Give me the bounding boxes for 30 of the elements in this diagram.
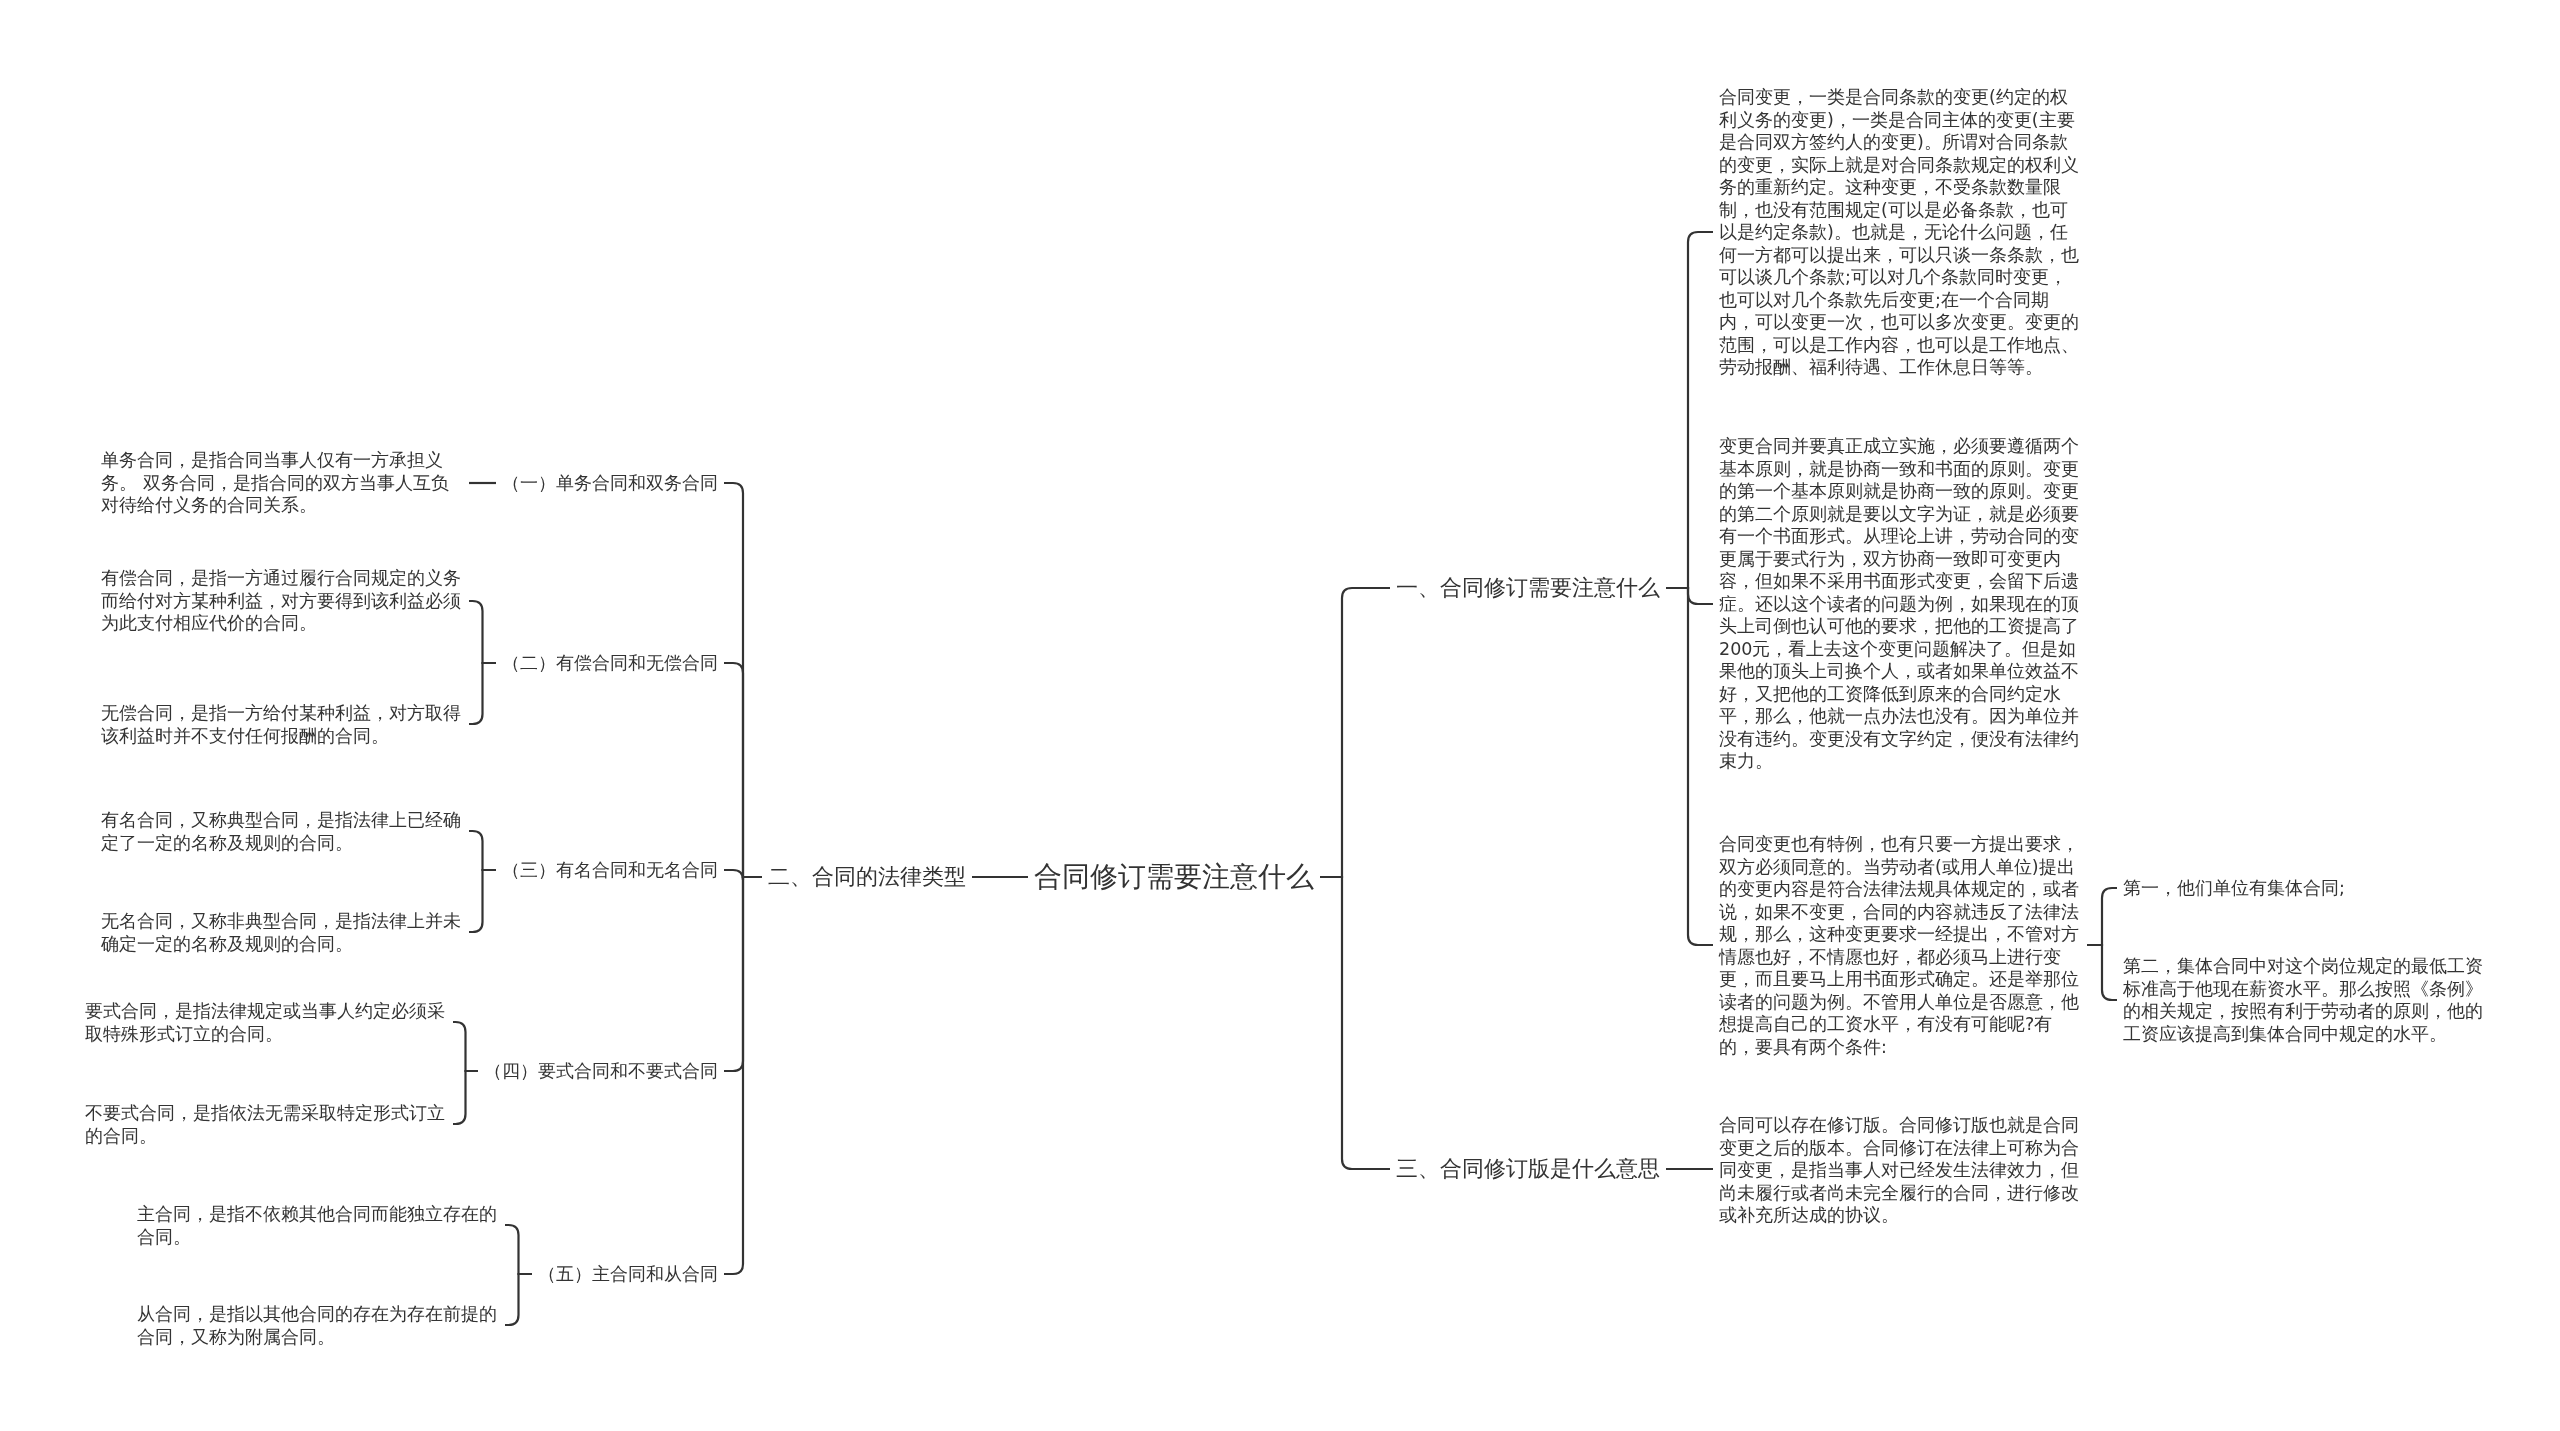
note-text: 变更合同并要真正成立实施，必须要遵循两个基本原则，就是协商一致和书面的原则。变更的第一个基本原则就是协商一致的原则。变更的第二个原则就是要以文字为证，就是必须要有一个书面形式。从理论上讲，劳动合同的变更属于要式行为，双方协商一致即可变更内容，但如果不采用书面形式变更，会留下后遗症。还以这个读者的问题为例，如果现在的顶头上司倒也认可他的要求，把他的工资提高了200元，看上去这个变更问题解决了。但是如果他的顶头上司换个人，或者如果单位效益不好，又把他的工资降低到原来的合同约定水平，那么，他就一点办法也没有。因为单位并没有违约。变更没有文字约定，便没有法律约束力。	[1719, 435, 2081, 773]
topic-text: 一、合同修订需要注意什么	[1396, 574, 1660, 602]
note-text: 从合同，是指以其他合同的存在为存在前提的合同，又称为附属合同。	[137, 1302, 499, 1348]
topic-text: 三、合同修订版是什么意思	[1396, 1155, 1660, 1183]
topic-text: （四）要式合同和不要式合同	[484, 1059, 718, 1083]
connector-line	[505, 1272, 532, 1327]
connector-line	[469, 481, 496, 485]
note-text: 有名合同，又称典型合同，是指法律上已经确定了一定的名称及规则的合同。	[101, 808, 463, 854]
topic-text: （三）有名合同和无名合同	[502, 858, 718, 882]
note-text: 单务合同，是指合同当事人仅有一方承担义务。 双务合同，是指合同的双方当事人互负对待给付义务的合同关系。	[101, 449, 463, 517]
topic-text: 二、合同的法律类型	[768, 863, 966, 891]
note-text: 合同变更也有特例，也有只要一方提出要求，双方必须同意的。当劳动者(或用人单位)提出的变更内容是符合法律法规具体规定的，或者说，如果不变更，合同的内容就违反了法律法规，那么，这种变更要求一经提出，不管对方情愿也好，不情愿也好，都必须马上进行变更，而且要马上用书面形式确定。还是举那位读者的问题为例。不管用人单位是否愿意，他想提高自己的工资水平，有没有可能呢?有的，要具有两个条件:	[1719, 832, 2081, 1058]
note-text: 第二，集体合同中对这个岗位规定的最低工资标准高于他现在薪资水平。那么按照《条例》的相关规定，按照有利于劳动者的原则，他的工资应该提高到集体合同中规定的水平。	[2123, 955, 2485, 1045]
connector-line	[1666, 1167, 1713, 1171]
note-text: 无偿合同，是指一方给付某种利益，对方取得该利益时并不支付任何报酬的合同。	[101, 701, 463, 747]
topic-text: （二）有偿合同和无偿合同	[502, 651, 718, 675]
note-text: 有偿合同，是指一方通过履行合同规定的义务而给付对方某种利益，对方要得到该利益必须为此支付相应代价的合同。	[101, 567, 463, 635]
topic-text: （五）主合同和从合同	[538, 1262, 718, 1286]
note-text: 第一，他们单位有集体合同;	[2123, 876, 2485, 900]
note-text: 不要式合同，是指依法无需采取特定形式订立的合同。	[85, 1101, 447, 1147]
note-text: 要式合同，是指法律规定或当事人约定必须采取特殊形式订立的合同。	[85, 999, 447, 1045]
note-text: 合同变更，一类是合同条款的变更(约定的权利义务的变更)，一类是合同主体的变更(主要是合同双方签约人的变更)。所谓对合同条款的变更，实际上就是对合同条款规定的权利义务的重新约定。这种变更，不受条款数量限制，也没有范围规定(可以是必备条款，也可以是约定条款)。也就是，无论什么问题，任何一方都可以提出来，可以只谈一条条款，也可以谈几个条款;可以对几个条款同时变更，也可以对几个条款先后变更;在一个合同期内，可以变更一次，也可以多次变更。变更的范围，可以是工作内容，也可以是工作地点、劳动报酬、福利待遇、工作休息日等等。	[1719, 85, 2081, 379]
connector-line	[1320, 875, 1390, 1171]
note-text: 合同可以存在修订版。合同修订版也就是合同变更之后的版本。合同修订在法律上可称为合同变更，是指当事人对已经发生法律效力，但尚未履行或者尚未完全履行的合同，进行修改或补充所达成的协议。	[1719, 1113, 2081, 1227]
note-text: 主合同，是指不依赖其他合同而能独立存在的合同。	[137, 1202, 499, 1248]
central-topic: 合同修订需要注意什么	[1034, 859, 1314, 895]
topic-text: （一）单务合同和双务合同	[502, 471, 718, 495]
connector-line	[972, 875, 1028, 879]
connector-line	[453, 1069, 478, 1126]
note-text: 无名合同，又称非典型合同，是指法律上并未确定一定的名称及规则的合同。	[101, 909, 463, 955]
